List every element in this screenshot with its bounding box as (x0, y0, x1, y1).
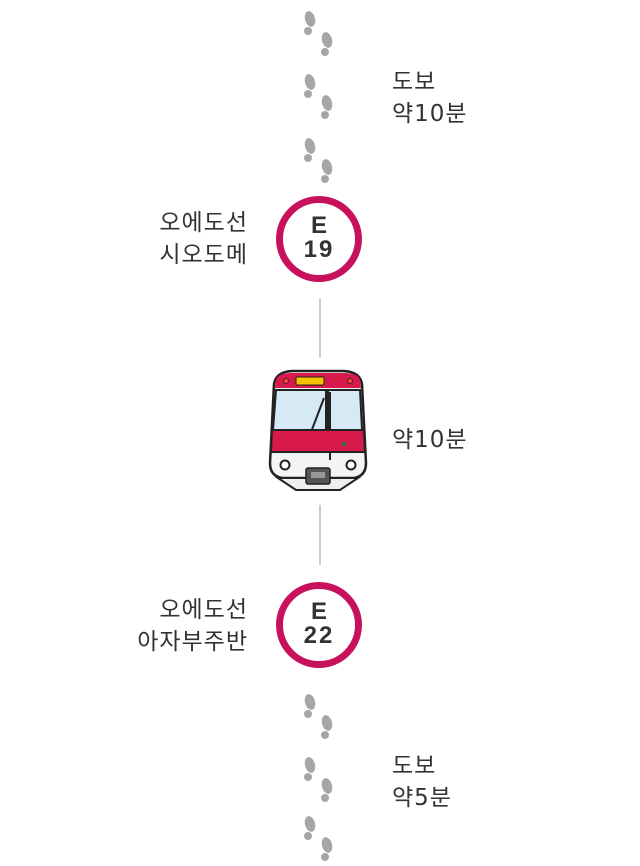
train-duration: 약10분 (392, 427, 468, 453)
station-number: 19 (303, 236, 335, 263)
walk-label: 도보 (392, 753, 437, 779)
station-badge-e19: E 19 (276, 196, 362, 282)
station-number: 22 (303, 622, 335, 649)
line-code: E (310, 598, 327, 625)
footsteps-icon (304, 757, 333, 802)
line-name: 오에도선 (159, 210, 248, 236)
walk-time: 약5분 (392, 785, 452, 811)
footsteps-icon (304, 74, 333, 119)
station-name: 아자부주반 (137, 629, 248, 655)
station-label-e22: 오에도선 아자부주반 (48, 594, 248, 658)
footsteps-icon (304, 11, 333, 56)
walk-time: 약10분 (392, 101, 468, 127)
route-connector (319, 505, 321, 565)
footsteps-icon (304, 694, 333, 739)
footsteps-icon (304, 816, 333, 861)
walk-label: 도보 (392, 69, 437, 95)
footsteps-icon (304, 138, 333, 183)
line-code: E (310, 212, 327, 239)
station-badge-e22: E 22 (276, 582, 362, 668)
line-name: 오에도선 (159, 597, 248, 623)
walk-duration-1: 도보 약10분 (392, 66, 468, 130)
route-connector (319, 298, 321, 358)
walk-duration-2: 도보 약5분 (392, 750, 452, 814)
station-label-e19: 오에도선 시오도메 (48, 207, 248, 271)
station-name: 시오도메 (159, 242, 248, 268)
subway-train-icon (268, 369, 368, 491)
